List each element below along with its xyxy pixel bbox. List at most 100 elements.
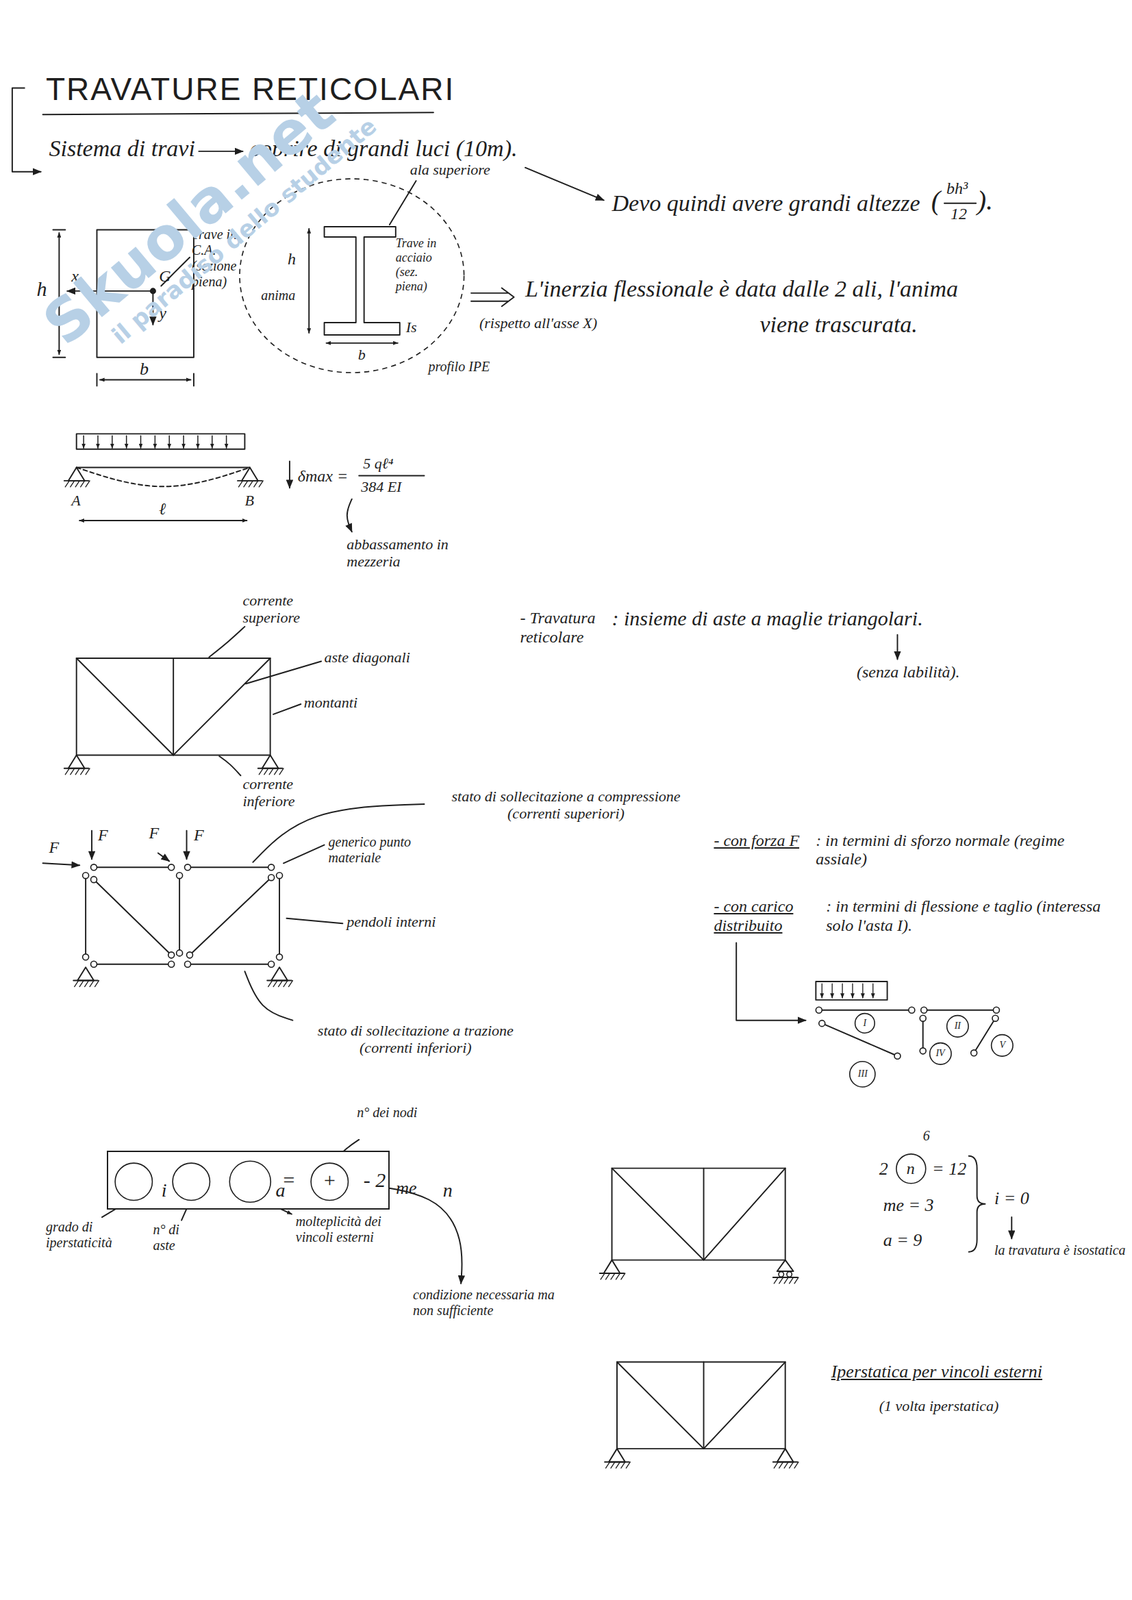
circle-outline	[114, 1162, 154, 1202]
ground-hatch	[784, 1461, 789, 1468]
ground-hatch	[274, 768, 279, 775]
formula-term: i = 0	[994, 1188, 1030, 1209]
load-arrow	[862, 983, 863, 998]
ibeam-profile	[324, 226, 400, 335]
ground-hatch	[610, 1273, 615, 1280]
load-arrow	[111, 435, 113, 448]
load-arrow	[821, 983, 823, 998]
hinge-dot	[82, 872, 90, 879]
hinge-dot	[919, 1014, 926, 1022]
part-label: profilo IPE	[428, 358, 490, 375]
formula-term: 384 EI	[360, 478, 402, 496]
hinge-dot	[168, 951, 175, 959]
load-arrow	[82, 435, 84, 448]
ground-hatch	[279, 768, 284, 775]
pin-support	[777, 1448, 794, 1462]
ground-hatch	[273, 980, 278, 987]
truss-member	[96, 963, 168, 965]
dimension-label: h	[287, 249, 296, 270]
ground-hatch	[65, 480, 70, 487]
hinge-dot	[971, 1049, 978, 1056]
note-text: Sistema di travi	[48, 134, 195, 162]
formula-term-circle: a	[171, 1162, 211, 1202]
truss-member	[84, 878, 87, 954]
distributed-load	[815, 981, 887, 1000]
hinge-dot	[919, 1047, 926, 1054]
formula-term: δmax =	[297, 467, 348, 487]
hinge-dot	[91, 960, 98, 967]
hinge-dot	[82, 953, 90, 961]
force-label: F	[48, 838, 59, 858]
part-label: anima	[260, 287, 296, 304]
truss-member	[975, 1020, 995, 1050]
hinge-dot	[992, 1014, 999, 1022]
force-label: F	[193, 825, 205, 846]
circle-outline	[947, 1014, 969, 1037]
truss-chord	[76, 658, 271, 755]
ground-hatch	[789, 1461, 794, 1468]
leader-line	[208, 626, 245, 658]
hinge-dot	[992, 1006, 1000, 1013]
node-text: V	[999, 1039, 1006, 1051]
circle-outline	[115, 1162, 153, 1200]
leader-line	[283, 845, 325, 864]
hinge-dot	[176, 949, 183, 957]
load-arrow	[225, 435, 227, 448]
ground-hatch	[74, 980, 79, 987]
load-arrow	[97, 435, 98, 448]
leader-line	[273, 703, 301, 715]
ground-hatch	[606, 1273, 611, 1280]
circle-outline	[310, 1162, 348, 1200]
member-number-circle: IV	[929, 1042, 952, 1065]
sketch-group	[12, 88, 1012, 1469]
ground-hatch	[269, 768, 274, 775]
ground-hatch	[278, 980, 283, 987]
note-text: : in termini di sforzo normale (regime a…	[815, 831, 1112, 870]
truss-diagonal	[76, 658, 271, 755]
force-arrow	[158, 852, 170, 861]
callout-text: abbassamento in mezzeria	[346, 535, 474, 571]
ground-hatch	[70, 768, 75, 775]
callout-text: corrente superiore	[242, 591, 339, 627]
ground-hatch	[238, 480, 243, 487]
circle-outline	[855, 1012, 876, 1033]
circle-outline	[929, 1042, 951, 1065]
title-underline	[43, 112, 434, 115]
pin-support	[68, 467, 85, 481]
ground-hatch	[258, 768, 263, 775]
dimension-label: b	[139, 358, 149, 380]
callout-text: montanti	[304, 693, 358, 711]
formula-term: 5 qℓ⁴	[362, 454, 394, 472]
hinge-dot	[268, 864, 275, 871]
ground-hatch	[85, 480, 90, 487]
load-arrow	[851, 983, 853, 998]
formula-term: = 12	[932, 1158, 967, 1180]
ground-hatch	[243, 480, 248, 487]
ground-hatch	[70, 480, 75, 487]
arrow	[897, 634, 899, 660]
callout-text: grado di iperstaticità	[45, 1218, 133, 1251]
load-arrow	[872, 983, 874, 998]
truss-post	[703, 1362, 705, 1450]
callout-text: stato di sollecitazione a trazione (corr…	[295, 1021, 536, 1057]
callout-text: pendoli interni	[346, 912, 436, 930]
note-text: : insieme di aste a maglie triangolari.	[612, 606, 924, 631]
hinge-dot	[819, 1020, 826, 1027]
note-heading: - con carico distribuito	[713, 897, 816, 935]
bracket-symbol: (	[931, 184, 941, 217]
deflected-shape	[76, 467, 250, 487]
member-number-circle: V	[990, 1034, 1014, 1057]
circle-outline	[849, 1061, 876, 1087]
hinge-dot	[815, 1006, 822, 1013]
ground-hatch	[80, 768, 85, 775]
hinge-dot	[268, 960, 275, 967]
roller-support	[777, 1260, 794, 1272]
callout-text: stato di sollecitazione a compressione (…	[428, 787, 704, 823]
hinge-dot	[168, 864, 175, 871]
force-arrow	[186, 830, 188, 860]
force-arrow	[91, 830, 93, 860]
hinge-dot	[268, 874, 275, 881]
distributed-load	[76, 433, 246, 449]
arrow	[1010, 1216, 1013, 1239]
implies-arrow	[471, 300, 509, 303]
